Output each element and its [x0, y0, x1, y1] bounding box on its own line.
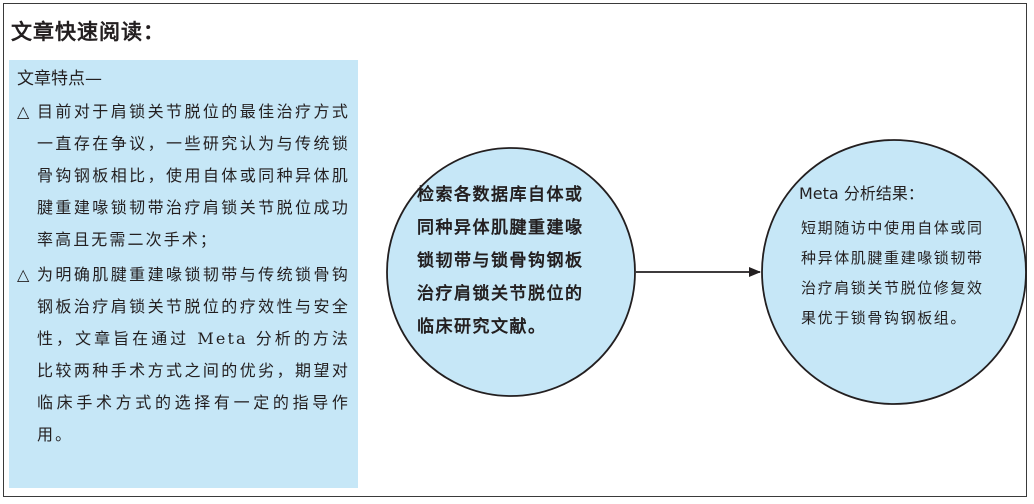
triangle-bullet-icon: △: [17, 102, 30, 121]
result-text: 短期随访中使用自体或同种异体肌腱重建喙锁韧带治疗肩锁关节脱位修复效果优于锁骨钩钢…: [801, 219, 984, 327]
result-circle: [761, 139, 1027, 405]
features-heading: 文章特点—: [17, 69, 102, 89]
triangle-bullet-icon: △: [17, 265, 30, 284]
feature-point: △ 为明确肌腱重建喙锁韧带与传统锁骨钩钢板治疗肩锁关节脱位的疗效性与安全性，文章…: [17, 259, 350, 451]
source-circle: [386, 147, 636, 397]
result-heading: Meta 分析结果：: [799, 184, 924, 203]
feature-point-text: 目前对于肩锁关节脱位的最佳治疗方式一直存在争议，一些研究认为与传统锁骨钩钢板相比…: [37, 102, 350, 249]
feature-point: △ 目前对于肩锁关节脱位的最佳治疗方式一直存在争议，一些研究认为与传统锁骨钩钢板…: [17, 96, 350, 256]
source-circle-text: 检索各数据库自体或同种异体肌腱重建喙锁韧带与锁骨钩钢板治疗肩锁关节脱位的临床研究…: [417, 185, 584, 337]
features-panel: 文章特点— △ 目前对于肩锁关节脱位的最佳治疗方式一直存在争议，一些研究认为与传…: [9, 60, 358, 488]
feature-point-text: 为明确肌腱重建喙锁韧带与传统锁骨钩钢板治疗肩锁关节脱位的疗效性与安全性，文章旨在…: [37, 265, 350, 444]
diagram-title: 文章快速阅读：: [11, 20, 165, 44]
